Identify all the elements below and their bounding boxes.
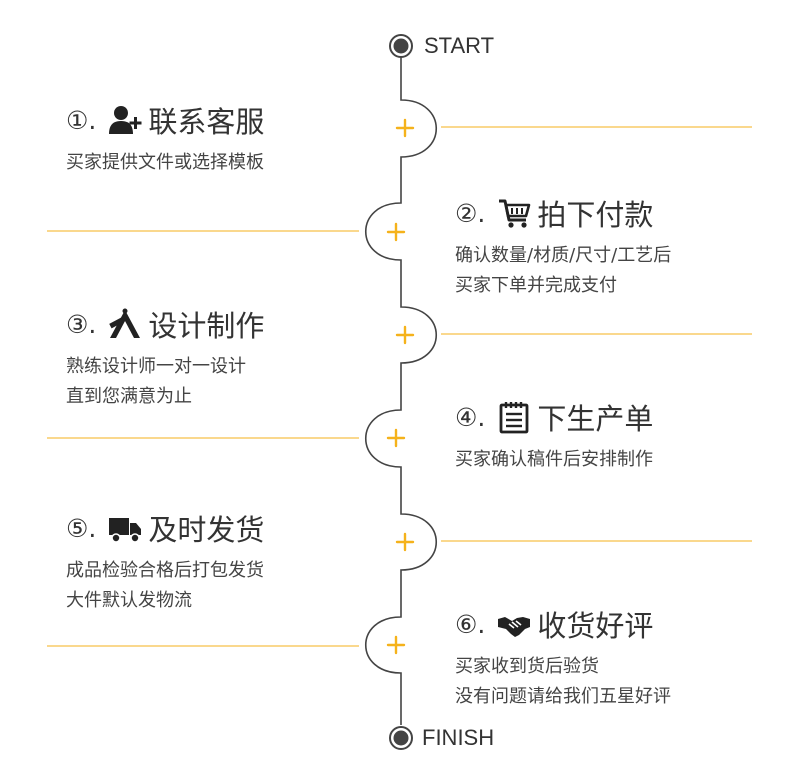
plus-icon bbox=[386, 635, 406, 655]
step-description: 熟练设计师一对一设计 bbox=[66, 356, 246, 377]
step-title: 设计制作 bbox=[148, 309, 265, 343]
notepad-icon bbox=[499, 402, 529, 434]
step-description: 买家下单并完成支付 bbox=[455, 275, 617, 296]
step-number: ⑤. bbox=[66, 513, 97, 543]
step-2: ②. 拍下付款 确认数量/材质/尺寸/工艺后 买家下单并完成支付 bbox=[455, 193, 671, 301]
step-number: ④. bbox=[455, 402, 486, 432]
step-4: ④. 下生产单 买家确认稿件后安排制作 bbox=[455, 397, 653, 475]
step-number: ①. bbox=[66, 105, 97, 135]
step-description: 成品检验合格后打包发货 bbox=[66, 560, 264, 581]
step-description: 买家收到货后验货 bbox=[455, 656, 599, 677]
handshake-icon bbox=[498, 617, 531, 637]
timeline-line bbox=[365, 57, 437, 725]
delivery-truck-icon bbox=[109, 518, 142, 543]
start-node bbox=[389, 34, 413, 58]
plus-icon bbox=[386, 222, 406, 242]
shopping-cart-icon bbox=[499, 199, 531, 228]
step-3: ③. 设计制作 熟练设计师一对一设计 直到您满意为止 bbox=[66, 304, 264, 412]
step-description: 买家确认稿件后安排制作 bbox=[455, 449, 653, 470]
design-tools-icon bbox=[109, 308, 141, 338]
step-description: 大件默认发物流 bbox=[66, 590, 192, 611]
add-user-icon bbox=[109, 106, 142, 134]
step-title: 下生产单 bbox=[537, 402, 654, 436]
step-title: 及时发货 bbox=[148, 513, 265, 547]
step-title: 联系客服 bbox=[148, 105, 265, 139]
finish-node bbox=[389, 726, 413, 750]
step-description: 确认数量/材质/尺寸/工艺后 bbox=[455, 245, 672, 266]
step-1: ①. 联系客服 买家提供文件或选择模板 bbox=[66, 100, 264, 178]
step-6: ⑥. 收货好评 买家收到货后验货 没有问题请给我们五星好评 bbox=[455, 604, 671, 712]
plus-icon bbox=[395, 118, 415, 138]
step-5: ⑤. 及时发货 成品检验合格后打包发货 大件默认发物流 bbox=[66, 508, 264, 616]
step-description: 直到您满意为止 bbox=[66, 386, 192, 407]
plus-icon bbox=[386, 428, 406, 448]
step-number: ②. bbox=[455, 198, 486, 228]
step-description: 买家提供文件或选择模板 bbox=[66, 152, 264, 173]
finish-label: FINISH bbox=[422, 725, 495, 750]
step-description: 没有问题请给我们五星好评 bbox=[455, 686, 671, 707]
start-label: START bbox=[424, 33, 495, 58]
step-number: ③. bbox=[66, 309, 97, 339]
plus-icon bbox=[395, 325, 415, 345]
step-number: ⑥. bbox=[455, 609, 486, 639]
step-title: 收货好评 bbox=[537, 609, 654, 643]
plus-icon bbox=[395, 532, 415, 552]
step-title: 拍下付款 bbox=[537, 198, 654, 232]
